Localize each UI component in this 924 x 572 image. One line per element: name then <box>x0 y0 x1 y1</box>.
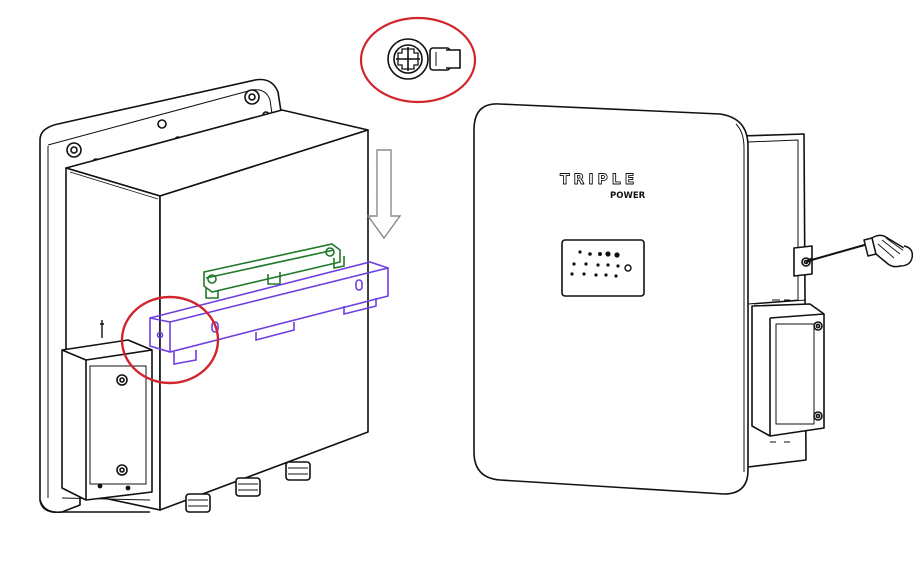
power-button-icon <box>624 264 632 272</box>
screw-icon <box>116 464 128 476</box>
inverter-front-view: TRIPLE POWER <box>473 103 825 495</box>
mounting-bolt-icon <box>244 89 260 105</box>
cable-gland-icon <box>235 477 261 497</box>
mounting-bolt-icon <box>66 142 82 158</box>
bracket-hook-highlight <box>120 295 220 385</box>
screw-icon <box>813 321 823 331</box>
inverter-rear-view <box>39 78 369 514</box>
mounting-hole-icon <box>157 119 167 129</box>
brand-logo-line1: TRIPLE <box>560 172 638 188</box>
screw-icon <box>813 411 823 421</box>
status-led-icon <box>570 250 620 278</box>
pan-head-screw-icon <box>387 38 461 80</box>
down-arrow-icon <box>366 149 402 240</box>
cable-gland-icon <box>185 493 211 513</box>
screw-icon <box>116 374 128 386</box>
cable-gland-icon <box>285 461 311 481</box>
brand-logo-line2: POWER <box>610 191 646 201</box>
wall-bracket-green <box>203 243 345 299</box>
screwdriver-icon <box>805 234 914 268</box>
status-display <box>561 239 645 297</box>
screw-detail-highlight <box>359 16 477 104</box>
front-panel <box>473 103 749 495</box>
side-cover <box>61 339 153 501</box>
box-back-face <box>159 129 369 511</box>
